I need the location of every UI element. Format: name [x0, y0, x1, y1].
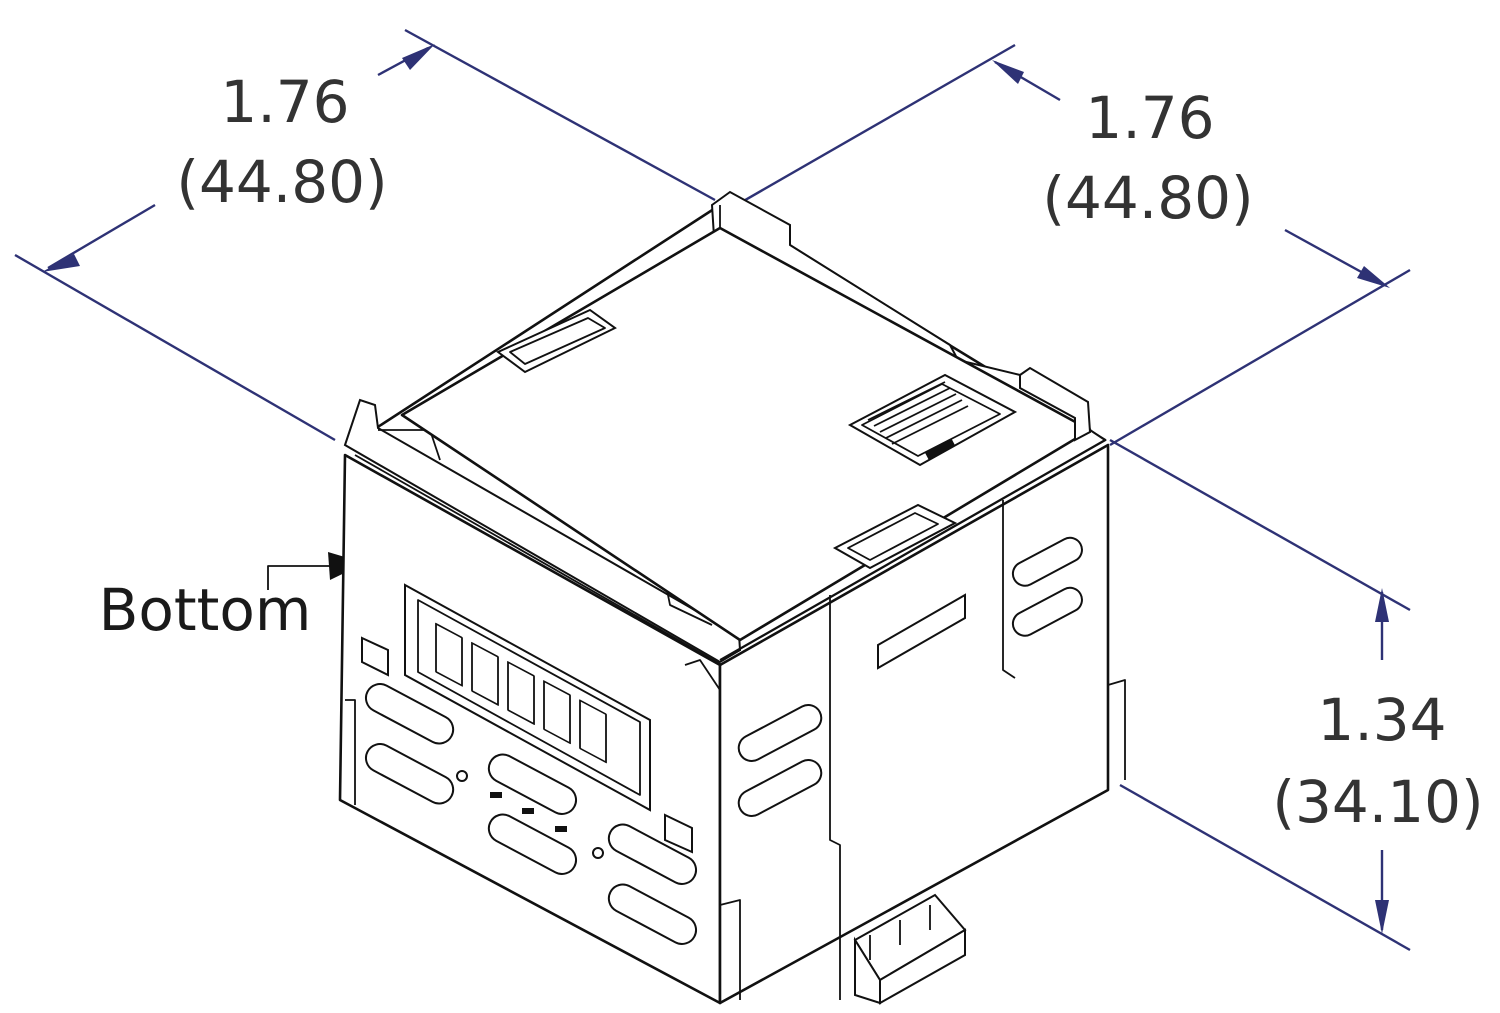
led-dot [456, 770, 468, 782]
dimension-value-mm: (44.80) [1042, 164, 1253, 232]
led-marks [490, 792, 567, 832]
device-body [338, 190, 1126, 1005]
side-slot [877, 593, 966, 670]
arrowhead [992, 60, 1024, 84]
connector-housing [847, 373, 1018, 467]
dimension-line [47, 203, 156, 270]
arrowhead [1375, 900, 1389, 934]
dimension-value-inches: 1.76 [220, 68, 349, 136]
din-rail-clip [853, 893, 967, 1005]
dimension-value-mm: (34.10) [1272, 768, 1483, 836]
arrowhead [1357, 266, 1390, 288]
panel-edge [1002, 500, 1016, 679]
terminal-block [404, 583, 651, 812]
dimension-width-right: 1.76 (44.80) [619, 43, 1411, 447]
rim-detail [789, 244, 951, 346]
leader-line [267, 565, 336, 590]
expansion-connector [847, 373, 1018, 467]
dimension-value-inches: 1.76 [1085, 84, 1214, 152]
top-small-slot [832, 503, 958, 570]
panel-edge [1107, 679, 1126, 780]
vent-slots-left [364, 683, 698, 945]
clip-front [879, 928, 966, 1005]
bottom-label: Bottom [99, 576, 312, 644]
extension-line [14, 253, 336, 442]
terminal-inner [417, 599, 641, 796]
terminal-pins [435, 622, 607, 764]
extension-line [404, 28, 716, 202]
led-dot [592, 847, 604, 859]
corner-tab [1019, 366, 1092, 442]
top-slot [496, 308, 617, 374]
panel-edge [829, 595, 841, 1000]
vent-slots-right [737, 536, 1083, 818]
arrowhead [1375, 588, 1389, 622]
connector-inner [861, 383, 1001, 457]
panel-edge [719, 899, 741, 1000]
dimension-value-mm: (44.80) [176, 148, 387, 216]
dimension-height: 1.34 (34.10) [1109, 438, 1484, 952]
bottom-callout: Bottom [99, 552, 365, 644]
dimension-width-left: 1.76 (44.80) [14, 28, 716, 442]
right-face [718, 443, 1110, 1005]
top-slot-inner [509, 317, 606, 365]
indicator-square [361, 636, 389, 677]
extension-line [1119, 783, 1411, 952]
panel-edge [345, 699, 356, 805]
arrowhead [42, 254, 80, 272]
indicator-square [664, 813, 693, 854]
arrowhead [402, 44, 435, 70]
rim-edge [354, 454, 723, 666]
panel-edge [684, 659, 721, 691]
extension-line [1109, 438, 1411, 612]
dimension-value-inches: 1.34 [1317, 686, 1446, 754]
extension-line [1109, 268, 1411, 447]
top-small-slot-inner [847, 512, 939, 561]
